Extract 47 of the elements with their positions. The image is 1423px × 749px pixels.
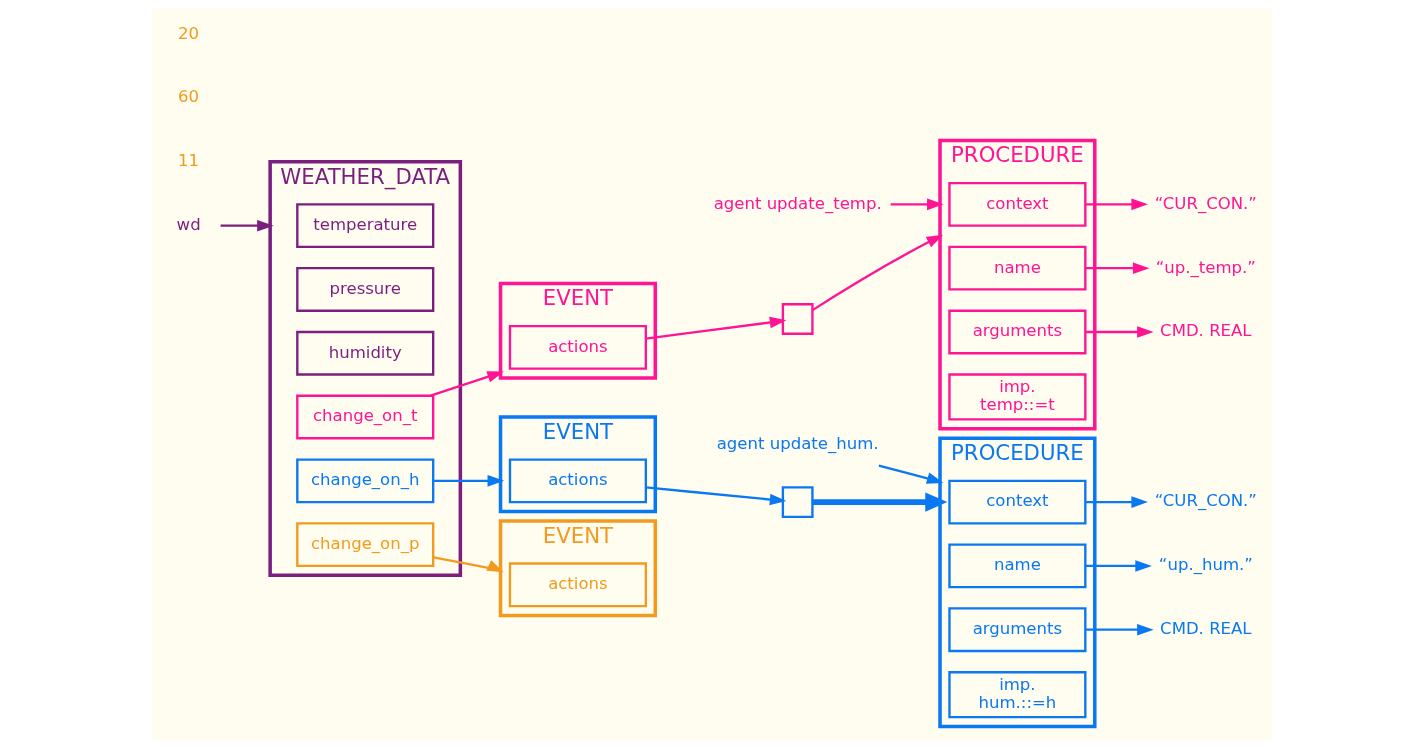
node-text: “CUR_CON.”: [1154, 491, 1257, 511]
node-text: CMD. REAL: [1159, 619, 1252, 639]
node-box: [781, 303, 814, 335]
node-box: change_on_h: [295, 458, 434, 504]
node-box: change_on_p: [295, 522, 434, 568]
arrow: [890, 198, 944, 211]
node-box: context: [947, 479, 1086, 525]
arrow: [1085, 262, 1149, 274]
node-text: “up._hum.”: [1158, 555, 1253, 575]
node-box: imp. temp::=t: [947, 373, 1086, 421]
arrow: [645, 486, 786, 506]
label: 60: [177, 87, 199, 107]
arrow: [432, 556, 504, 573]
node-box: actions: [508, 562, 647, 608]
node-text: “up._temp.”: [1155, 257, 1256, 277]
label: 11: [177, 151, 199, 171]
node-text: agent update_temp.: [713, 193, 882, 213]
node-text: CMD. REAL: [1159, 321, 1252, 341]
node-box: [781, 486, 814, 519]
label: 20: [177, 23, 199, 43]
arrow: [429, 371, 504, 397]
node-box: temperature: [295, 203, 434, 249]
node-box: name: [947, 543, 1086, 589]
arrow: [1085, 560, 1152, 572]
arrow: [811, 492, 947, 512]
arrow: [811, 234, 943, 312]
arrow: [220, 219, 274, 232]
node-box: actions: [508, 324, 647, 370]
node-box: context: [947, 181, 1086, 227]
arrow: [1085, 326, 1154, 338]
arrow: [1085, 623, 1154, 636]
node-text: agent update_hum.: [716, 433, 879, 453]
node-box: arguments: [947, 607, 1086, 653]
node-box: actions: [508, 458, 647, 504]
node-text: wd: [176, 215, 201, 235]
arrow: [1085, 496, 1148, 508]
node-box: arguments: [947, 309, 1086, 355]
arrow: [878, 464, 943, 484]
node-box: humidity: [295, 330, 434, 376]
node-text: “CUR_CON.”: [1154, 193, 1257, 213]
node-box: name: [947, 245, 1086, 291]
arrow: [645, 316, 786, 340]
node-box: imp. hum.::=h: [947, 671, 1086, 719]
node-box: pressure: [295, 267, 434, 312]
arrow: [1085, 198, 1148, 211]
node-box: change_on_t: [295, 394, 434, 440]
arrow: [433, 475, 504, 487]
